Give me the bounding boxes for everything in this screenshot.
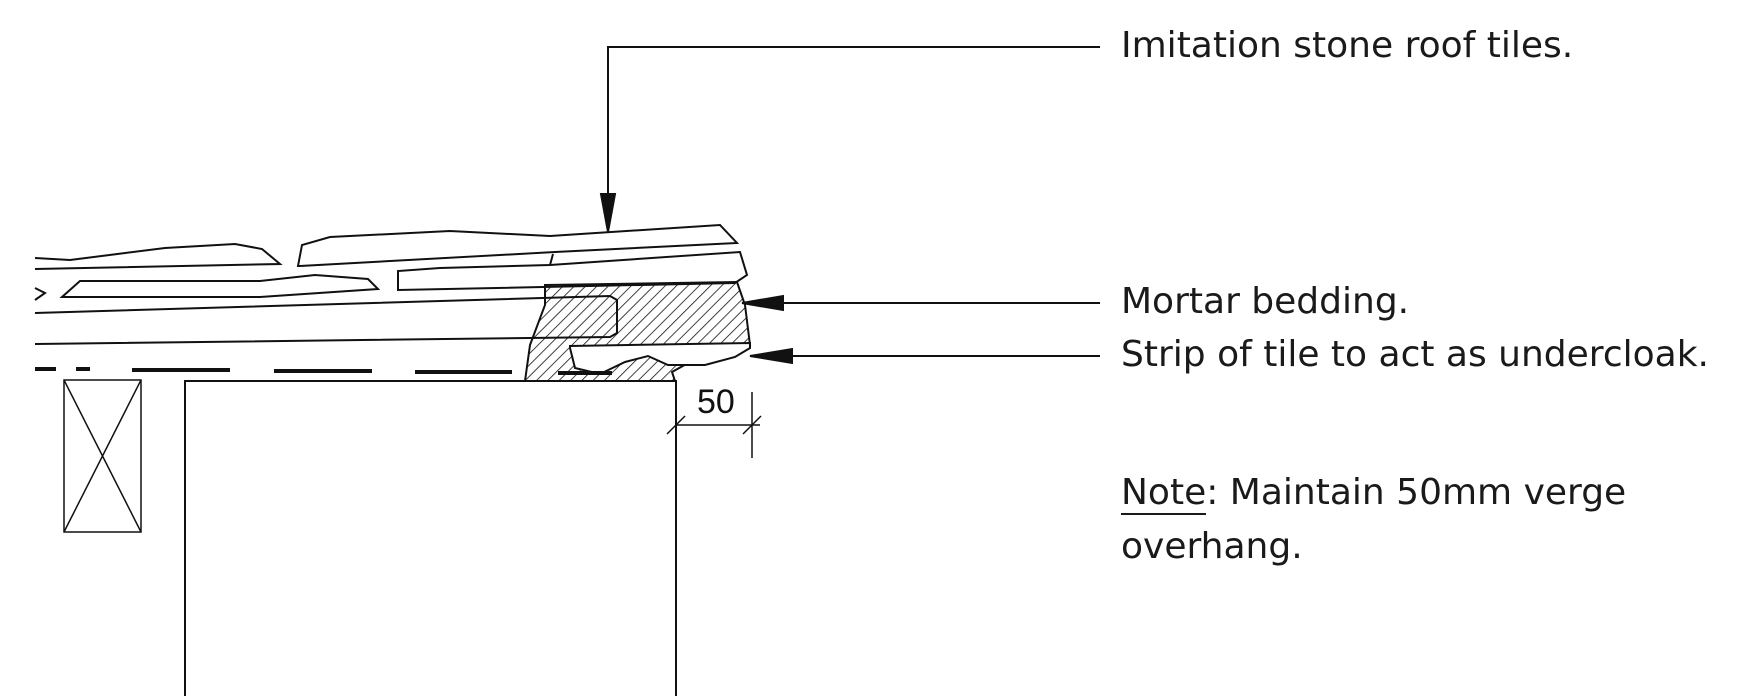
sarking-felt: [35, 367, 612, 375]
arrowhead-undercloak: [749, 347, 793, 365]
timber-batten: [63, 379, 142, 533]
label-mortar-bedding: Mortar bedding.: [1121, 281, 1410, 322]
leader-roof-tiles: [607, 46, 1100, 200]
label-roof-tiles: Imitation stone roof tiles.: [1121, 25, 1574, 66]
note-key: Note: [1121, 472, 1207, 515]
leader-lines: [599, 46, 1100, 365]
tile-top-main: [296, 223, 740, 267]
tile-second-left: [34, 287, 47, 301]
arrowhead-roof-tiles: [599, 193, 617, 233]
note-text: Maintain 50mm verge overhang.: [1121, 472, 1627, 567]
overhang-dimension: 50: [666, 383, 762, 458]
label-undercloak: Strip of tile to act as undercloak.: [1121, 334, 1709, 375]
arrowhead-mortar: [741, 294, 784, 312]
tile-second-a: [59, 273, 381, 298]
note-separator: :: [1206, 472, 1219, 513]
tile-step: [549, 253, 554, 266]
tile-top-left: [34, 242, 283, 270]
tile-lower-long: [34, 294, 618, 345]
gable-wall: [184, 380, 677, 696]
note-block: Note: Maintain 50mm verge overhang.: [1121, 466, 1721, 574]
dimension-value: 50: [697, 383, 735, 421]
